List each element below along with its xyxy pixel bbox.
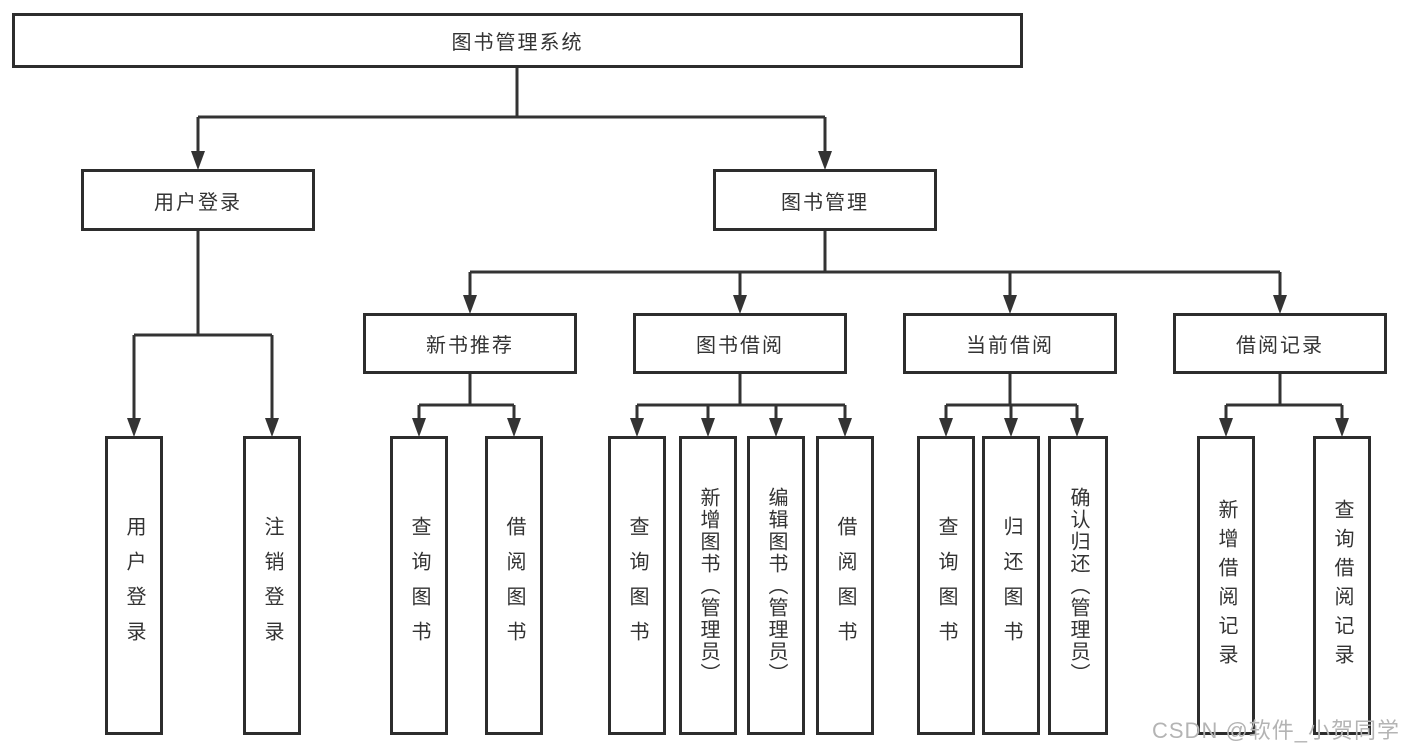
node-leaf-edit-books-admin: 编辑图书（管理员） bbox=[747, 436, 805, 735]
node-label: 查询图书 bbox=[408, 515, 430, 656]
node-leaf-add-borrow-record: 新增借阅记录 bbox=[1197, 436, 1255, 735]
node-leaf-query-books-recommend: 查询图书 bbox=[390, 436, 448, 735]
node-label: 新增借阅记录 bbox=[1215, 498, 1237, 673]
node-label: 注销登录 bbox=[261, 515, 283, 656]
node-leaf-borrow-books: 借阅图书 bbox=[816, 436, 874, 735]
node-leaf-logout-login: 注销登录 bbox=[243, 436, 301, 735]
node-book-management-branch: 图书管理 bbox=[713, 169, 937, 231]
node-label: 编辑图书（管理员） bbox=[765, 486, 787, 685]
node-label: 新增图书（管理员） bbox=[697, 486, 719, 685]
node-new-book-recommendation: 新书推荐 bbox=[363, 313, 577, 374]
node-leaf-user-login: 用户登录 bbox=[105, 436, 163, 735]
node-borrowing-records: 借阅记录 bbox=[1173, 313, 1387, 374]
node-label: 用户登录 bbox=[154, 191, 242, 214]
node-leaf-confirm-return-admin: 确认归还（管理员） bbox=[1048, 436, 1108, 735]
node-leaf-borrow-books-recommend: 借阅图书 bbox=[485, 436, 543, 735]
node-label: 归还图书 bbox=[1000, 515, 1022, 656]
node-label: 新书推荐 bbox=[426, 335, 514, 357]
node-label: 借阅记录 bbox=[1236, 335, 1324, 357]
node-label: 用户登录 bbox=[123, 515, 145, 656]
node-label: 查询图书 bbox=[935, 515, 957, 656]
arrowhead-icons bbox=[127, 151, 1349, 437]
node-user-login-branch: 用户登录 bbox=[81, 169, 315, 231]
watermark: CSDN @软件_小贺同学 bbox=[1152, 718, 1401, 743]
node-leaf-query-books-current: 查询图书 bbox=[917, 436, 975, 735]
node-label: 图书借阅 bbox=[696, 335, 784, 357]
node-book-borrowing: 图书借阅 bbox=[633, 313, 847, 374]
node-leaf-add-books-admin: 新增图书（管理员） bbox=[679, 436, 737, 735]
node-label: 查询图书 bbox=[626, 515, 648, 656]
node-label: 借阅图书 bbox=[834, 515, 856, 656]
node-leaf-return-books: 归还图书 bbox=[982, 436, 1040, 735]
node-label: 当前借阅 bbox=[966, 335, 1054, 357]
node-leaf-query-books-borrow: 查询图书 bbox=[608, 436, 666, 735]
node-label: 确认归还（管理员） bbox=[1067, 486, 1089, 685]
node-label: 图书管理 bbox=[781, 191, 869, 214]
node-label: 查询借阅记录 bbox=[1331, 498, 1353, 673]
node-label: 图书管理系统 bbox=[451, 32, 584, 54]
node-leaf-query-borrow-record: 查询借阅记录 bbox=[1313, 436, 1371, 735]
node-label: 借阅图书 bbox=[503, 515, 525, 656]
node-library-management-system: 图书管理系统 bbox=[12, 13, 1023, 68]
node-current-borrowing: 当前借阅 bbox=[903, 313, 1117, 374]
